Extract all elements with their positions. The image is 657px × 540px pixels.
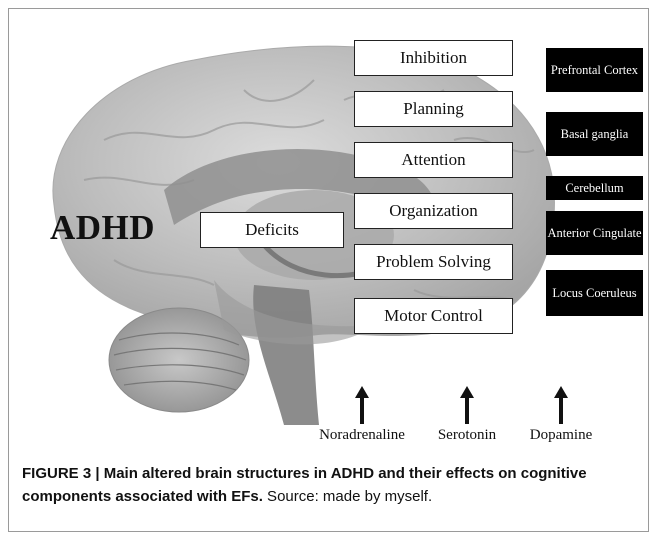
neurotransmitter-dopamine: Dopamine bbox=[506, 386, 616, 444]
ef-organization-box: Organization bbox=[354, 193, 513, 229]
region-basal-ganglia: Basal ganglia bbox=[546, 112, 643, 156]
ef-planning-box: Planning bbox=[354, 91, 513, 127]
figure-frame bbox=[8, 8, 649, 532]
neurotransmitter-label: Serotonin bbox=[437, 427, 497, 443]
neurotransmitter-label: Noradrenaline bbox=[319, 427, 405, 443]
ef-inhibition-box: Inhibition bbox=[354, 40, 513, 76]
figure-caption: FIGURE 3 | Main altered brain structures… bbox=[22, 462, 640, 508]
deficits-box: Deficits bbox=[200, 212, 344, 248]
adhd-label: ADHD bbox=[50, 208, 156, 247]
up-arrow-icon bbox=[355, 386, 369, 424]
ef-attention-box: Attention bbox=[354, 142, 513, 178]
neurotransmitter-serotonin: Serotonin bbox=[412, 386, 522, 444]
region-anterior-cingulate: Anterior Cingulate bbox=[546, 211, 643, 255]
diagram-area: ADHD Deficits Inhibition Planning Attent… bbox=[14, 30, 644, 450]
region-prefrontal-cortex: Prefrontal Cortex bbox=[546, 48, 643, 92]
caption-source: Source: made by myself. bbox=[262, 488, 433, 505]
neurotransmitter-label: Dopamine bbox=[529, 427, 593, 443]
region-locus-coeruleus: Locus Coeruleus bbox=[546, 270, 643, 316]
ef-problem-solving-box: Problem Solving bbox=[354, 244, 513, 280]
caption-bold: FIGURE 3 | Main altered brain structures… bbox=[22, 465, 587, 505]
up-arrow-icon bbox=[554, 386, 568, 424]
up-arrow-icon bbox=[460, 386, 474, 424]
ef-motor-control-box: Motor Control bbox=[354, 298, 513, 334]
region-cerebellum: Cerebellum bbox=[546, 176, 643, 200]
neurotransmitter-noradrenaline: Noradrenaline bbox=[307, 386, 417, 444]
